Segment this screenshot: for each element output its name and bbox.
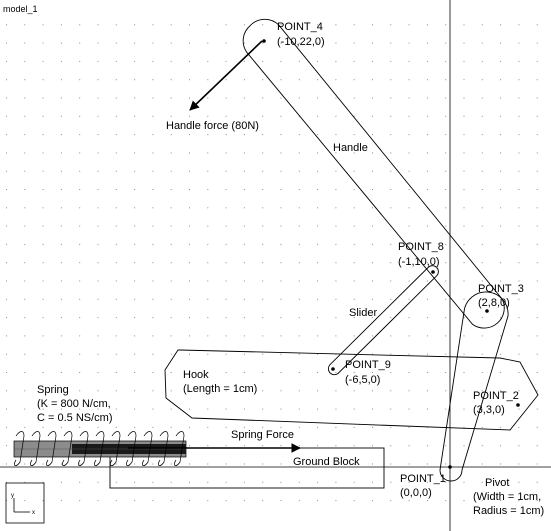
point-3-name: POINT_3 <box>478 283 524 295</box>
point-4-coord: (-10,22,0) <box>277 36 325 48</box>
slider-label: Slider <box>349 307 377 319</box>
point-1-coord: (0,0,0) <box>400 487 432 499</box>
spring-element[interactable] <box>13 431 187 466</box>
point-9-marker[interactable] <box>331 367 335 371</box>
point-1-marker[interactable] <box>448 465 452 469</box>
point-9-coord: (-6,5,0) <box>345 374 380 386</box>
point-8-name: POINT_8 <box>398 241 444 253</box>
hook-label: Hook <box>183 369 209 381</box>
handle-link[interactable] <box>242 18 505 329</box>
point-2-coord: (3,3,0) <box>473 404 505 416</box>
ground-block-label: Ground Block <box>293 456 360 468</box>
pivot-radius-label: Radius = 1cm) <box>473 505 544 517</box>
slider-link[interactable] <box>327 265 439 376</box>
point-1-name: POINT_1 <box>400 473 446 485</box>
coordinate-triad: y x <box>5 482 45 524</box>
spring-label: Spring <box>37 384 69 396</box>
pivot-label: Pivot <box>485 477 509 489</box>
handle-label: Handle <box>333 142 368 154</box>
point-8-marker[interactable] <box>431 270 435 274</box>
pivot-link[interactable] <box>439 291 509 482</box>
point-9-name: POINT_9 <box>345 359 391 371</box>
grid-dots <box>0 18 551 513</box>
point-8-coord: (-1,10,0) <box>398 256 440 268</box>
window-title: model_1 <box>3 4 38 14</box>
triad-x-label: x <box>32 510 35 516</box>
hook-length-label: (Length = 1cm) <box>183 383 257 395</box>
spring-c-label: C = 0.5 NS/cm) <box>37 412 113 424</box>
point-3-coord: (2,8,0) <box>478 297 510 309</box>
pivot-width-label: (Width = 1cm, <box>473 491 541 503</box>
handle-force-arrow <box>189 40 263 111</box>
point-2-name: POINT_2 <box>473 390 519 402</box>
handle-force-label: Handle force (80N) <box>166 120 259 132</box>
point-2-marker[interactable] <box>516 403 520 407</box>
point-4-name: POINT_4 <box>277 21 323 33</box>
point-4-marker[interactable] <box>262 39 266 43</box>
triad-y-label: y <box>11 493 14 499</box>
hook-part[interactable] <box>164 349 539 431</box>
spring-force-label: Spring Force <box>231 429 294 441</box>
point-3-marker[interactable] <box>485 309 489 313</box>
spring-k-label: (K = 800 N/cm, <box>37 398 111 410</box>
